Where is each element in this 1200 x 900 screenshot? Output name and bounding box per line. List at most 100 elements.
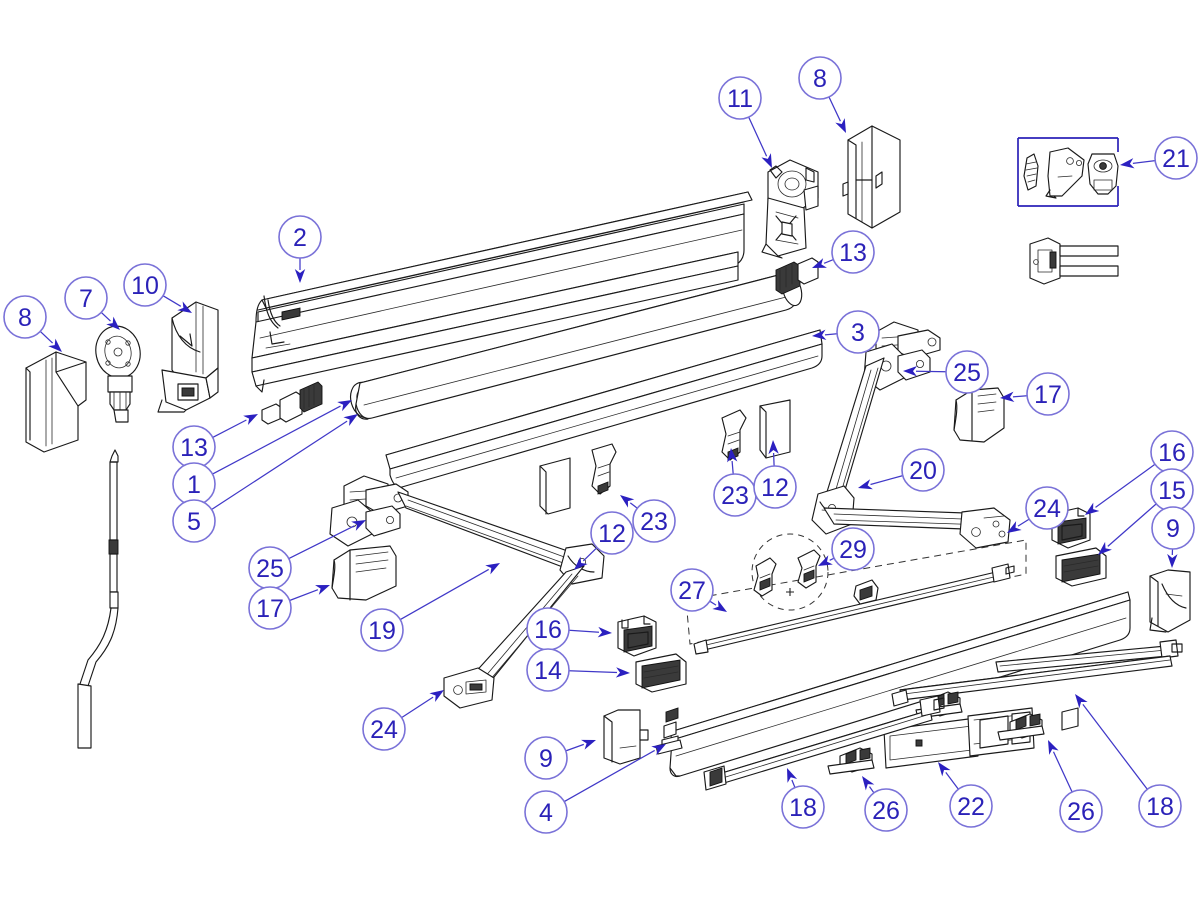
callout-13[interactable]: 13 (172, 425, 216, 469)
callout-25[interactable]: 25 (945, 350, 989, 394)
callout-circle (1025, 486, 1069, 530)
callout-23[interactable]: 23 (632, 499, 676, 543)
callout-circle (524, 736, 568, 780)
callout-13[interactable]: 13 (831, 230, 875, 274)
leader-arrowhead-25 (903, 366, 918, 377)
callout-12[interactable]: 12 (753, 465, 797, 509)
leader-arrowhead-26 (1048, 740, 1059, 755)
callout-24[interactable]: 24 (1025, 486, 1069, 530)
callout-9[interactable]: 9 (1151, 506, 1195, 550)
callout-number: 5 (187, 508, 201, 536)
leader-line-16 (1095, 463, 1156, 508)
callout-17[interactable]: 17 (1026, 372, 1070, 416)
callout-24[interactable]: 24 (362, 707, 406, 751)
callout-circle (632, 499, 676, 543)
callout-11[interactable]: 11 (718, 76, 762, 120)
callout-number: 9 (1166, 515, 1180, 543)
callout-15[interactable]: 15 (1150, 468, 1194, 512)
callout-number: 17 (1034, 381, 1062, 409)
callout-2[interactable]: 2 (278, 215, 322, 259)
callout-18[interactable]: 18 (781, 785, 825, 829)
callout-circle (781, 785, 825, 829)
callout-12[interactable]: 12 (590, 511, 634, 555)
callout-circle (64, 276, 108, 320)
callout-number: 20 (909, 457, 937, 485)
part-block-16-right (1051, 507, 1091, 549)
callout-number: 21 (1162, 145, 1190, 173)
callout-number: 16 (1158, 439, 1186, 467)
part-wall-bracket-right (1029, 237, 1119, 285)
leader-line-17 (1012, 395, 1028, 398)
callout-number: 12 (761, 474, 789, 502)
leader-line-26 (1052, 751, 1073, 793)
part-clip-26a (827, 747, 875, 775)
leader-line-15 (1107, 503, 1157, 547)
part-block-14 (635, 653, 687, 693)
leader-line-17 (289, 589, 319, 602)
callout-number: 16 (534, 616, 562, 644)
callout-27[interactable]: 27 (670, 568, 714, 612)
callout-19[interactable]: 19 (360, 608, 404, 652)
leader-line-25 (288, 525, 355, 560)
leader-arrowhead-12 (768, 440, 779, 455)
leader-arrowhead-16 (597, 626, 612, 638)
callout-circle (831, 230, 875, 274)
callout-16[interactable]: 16 (526, 607, 570, 651)
leader-line-10 (162, 295, 182, 307)
callout-1[interactable]: 1 (172, 462, 216, 506)
callout-25[interactable]: 25 (248, 546, 292, 590)
leader-line-25 (915, 370, 947, 373)
part-support-rail-left (703, 695, 945, 791)
callout-number: 15 (1158, 477, 1186, 505)
callout-14[interactable]: 14 (526, 648, 570, 692)
callout-29[interactable]: 29 (831, 527, 875, 571)
leader-arrowhead-19 (485, 563, 500, 575)
part-clip-26b (997, 713, 1045, 741)
callout-18[interactable]: 18 (1138, 784, 1182, 828)
callout-number: 3 (851, 319, 865, 347)
callout-26[interactable]: 26 (1059, 789, 1103, 833)
leader-line-3 (824, 333, 838, 336)
leader-arrowhead-23 (620, 495, 635, 508)
callout-17[interactable]: 17 (248, 586, 292, 630)
part-lead-rail (655, 591, 1131, 778)
callout-23[interactable]: 23 (713, 473, 757, 517)
callout-circle (901, 448, 945, 492)
part-endcap-9-right (1149, 569, 1191, 633)
leader-line-18 (791, 779, 796, 788)
callout-circle (123, 263, 167, 307)
callout-8[interactable]: 8 (3, 295, 47, 339)
callout-number: 2 (293, 224, 307, 252)
leader-arrowhead-10 (177, 301, 192, 313)
callout-number: 9 (539, 745, 553, 773)
part-tension-rod (685, 539, 1027, 655)
callout-3[interactable]: 3 (836, 310, 880, 354)
leader-arrowhead-23 (727, 448, 738, 463)
callout-circle (1151, 506, 1195, 550)
callout-10[interactable]: 10 (123, 263, 167, 307)
callout-circle (718, 76, 762, 120)
part-crank-handle (77, 449, 119, 749)
leader-line-21 (1132, 159, 1156, 165)
callout-5[interactable]: 5 (172, 499, 216, 543)
leader-arrowhead-2 (294, 269, 306, 283)
callout-8[interactable]: 8 (798, 56, 842, 100)
callout-circle (949, 784, 993, 828)
callout-26[interactable]: 26 (864, 788, 908, 832)
callout-9[interactable]: 9 (524, 736, 568, 780)
leader-arrowhead-25 (351, 520, 366, 531)
leader-line-22 (945, 772, 959, 790)
callout-number: 1 (187, 471, 201, 499)
leader-arrowhead-3 (812, 329, 827, 340)
callout-number: 8 (813, 65, 827, 93)
callout-circle (172, 499, 216, 543)
leader-line-8 (828, 96, 841, 122)
callout-20[interactable]: 20 (901, 448, 945, 492)
callout-number: 10 (131, 272, 159, 300)
callout-4[interactable]: 4 (524, 790, 568, 834)
callout-21[interactable]: 21 (1154, 136, 1198, 180)
callout-16[interactable]: 16 (1150, 430, 1194, 474)
callout-22[interactable]: 22 (949, 784, 993, 828)
callout-7[interactable]: 7 (64, 276, 108, 320)
